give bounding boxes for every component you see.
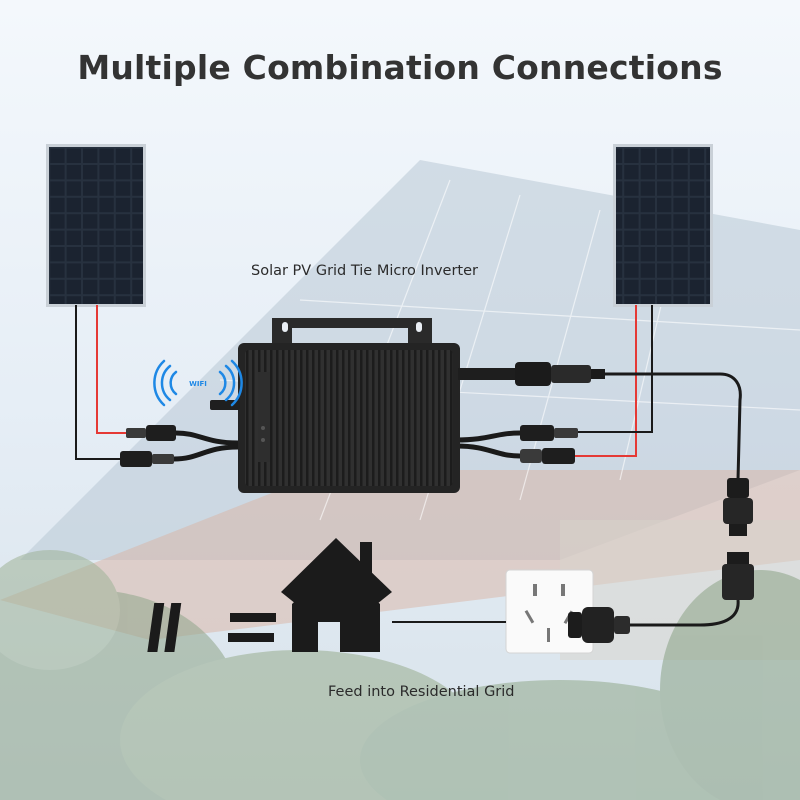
right-input-cable <box>455 430 521 459</box>
ac-cable-coupler-bottom <box>722 552 754 600</box>
ac-cable-coupler-top <box>723 478 753 536</box>
right-positive-wire <box>575 305 637 457</box>
micro-inverter <box>210 318 460 493</box>
wall-socket <box>505 569 594 654</box>
mc4-connector-left-top <box>126 425 176 441</box>
page-title: Multiple Combination Connections <box>77 48 723 87</box>
mc4-connector-left-bottom <box>120 451 174 467</box>
right-negative-wire <box>578 305 653 433</box>
ac-output-cable <box>605 372 742 481</box>
wifi-label: WIFI <box>189 380 207 388</box>
background-roof-tiles <box>0 470 800 640</box>
left-input-cable <box>173 430 239 462</box>
mc4-connector-right-bottom <box>520 448 575 464</box>
power-plug <box>568 607 630 643</box>
background-trees <box>0 550 800 800</box>
wifi-icon: WIFI <box>153 359 243 407</box>
mc4-connector-right-top <box>520 425 578 441</box>
inverter-label: Solar PV Grid Tie Micro Inverter <box>251 263 478 279</box>
grid-label: Feed into Residential Grid <box>328 684 515 700</box>
grid-hash-icon <box>147 603 276 652</box>
ac-plug-cable <box>628 599 740 627</box>
solar-panel-right <box>613 144 713 307</box>
solar-panel-left <box>46 144 146 307</box>
ac-output-connector <box>458 362 605 386</box>
left-negative-wire <box>75 305 120 460</box>
left-positive-wire <box>96 305 126 434</box>
house-icon <box>281 538 392 652</box>
